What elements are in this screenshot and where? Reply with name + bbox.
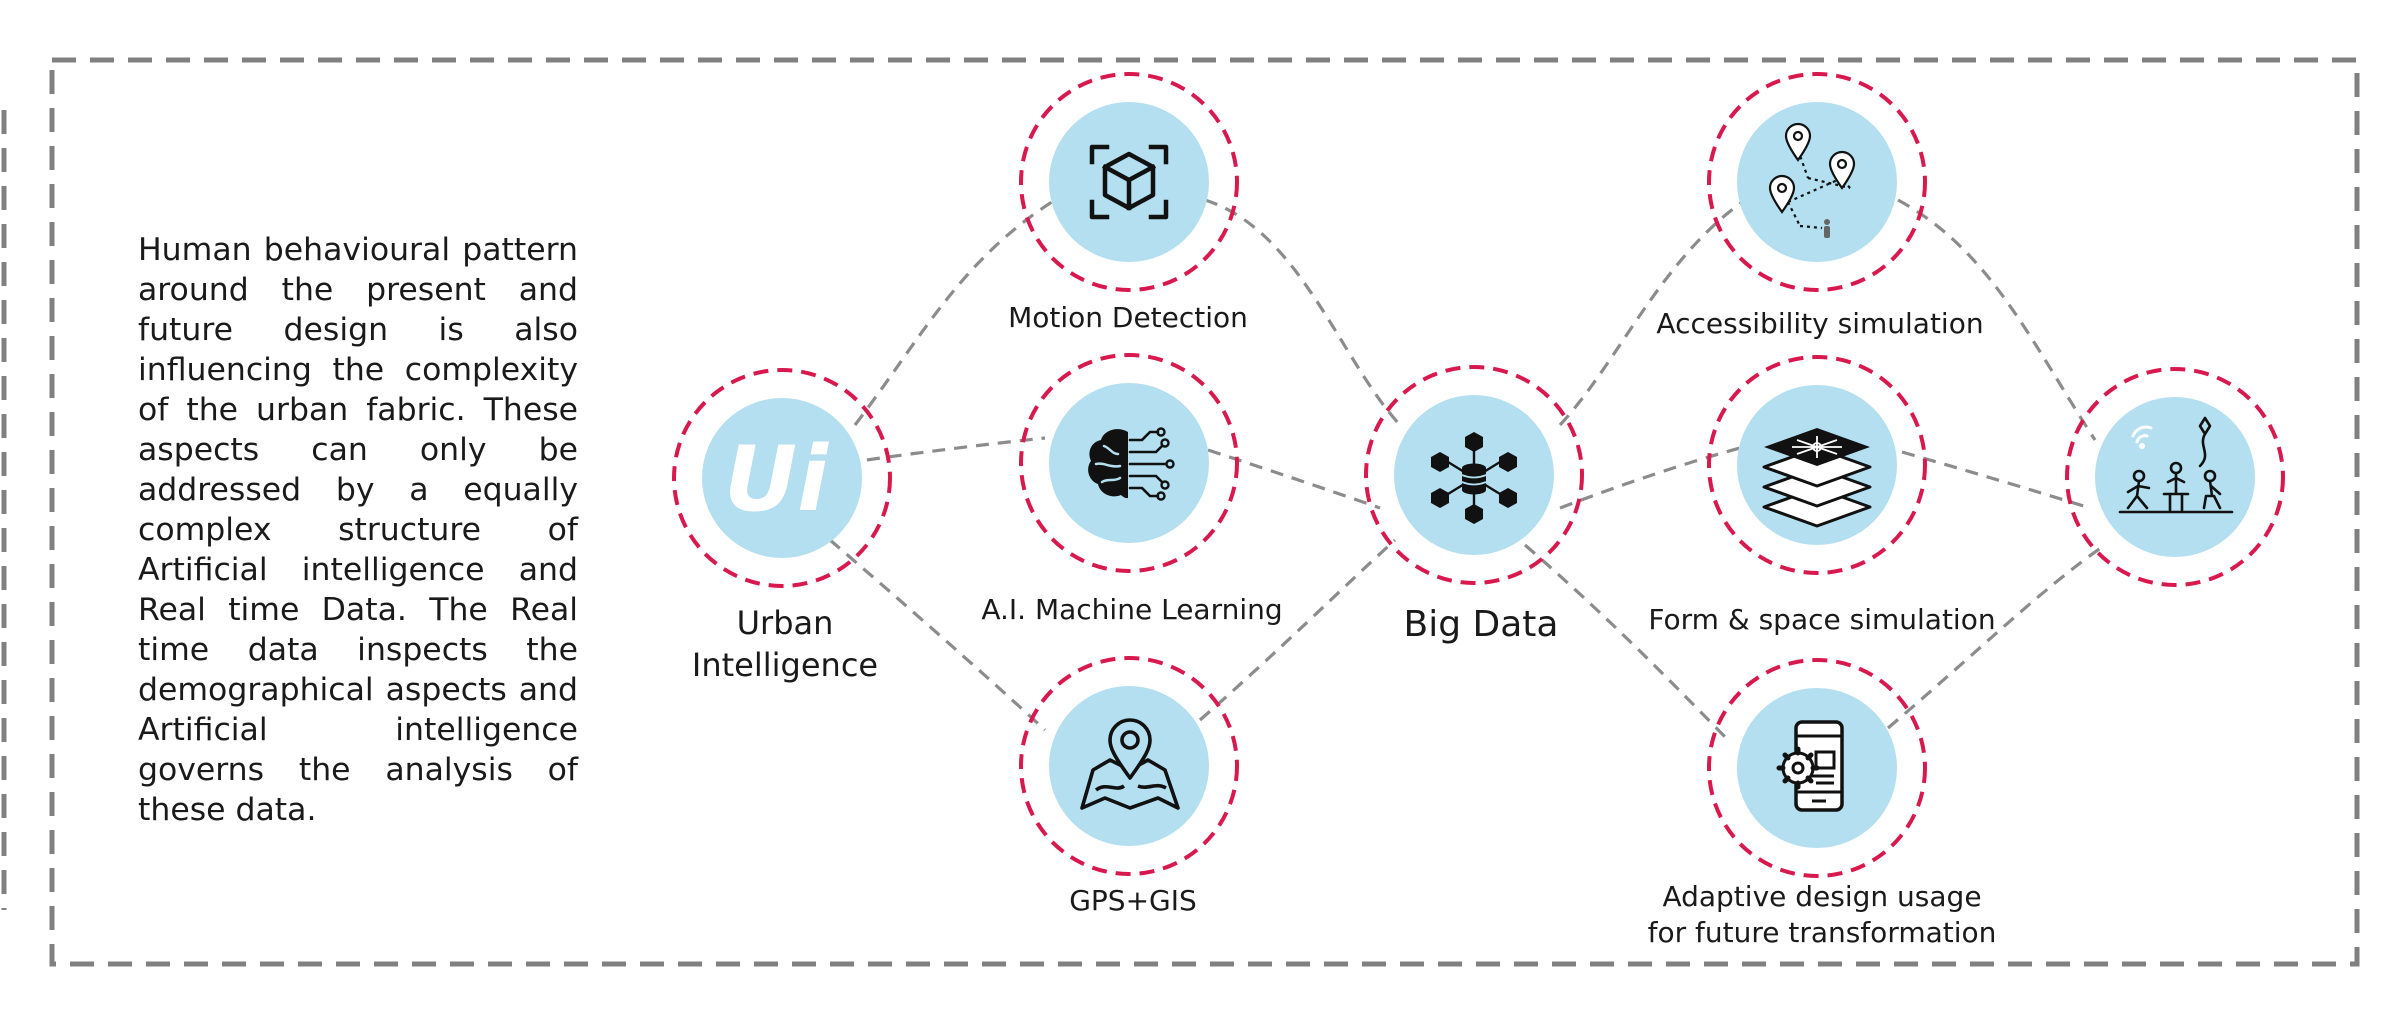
brain-circuit-icon bbox=[1088, 427, 1175, 501]
node-ring bbox=[1019, 353, 1239, 573]
node-accessibility-simulation bbox=[1707, 72, 1927, 292]
node-ring bbox=[1707, 658, 1927, 878]
stacked-layers-icon bbox=[1762, 428, 1872, 528]
ui-logo-icon: Ui bbox=[724, 427, 829, 532]
node-circle bbox=[702, 398, 862, 558]
people-activity-icon bbox=[2118, 416, 2234, 514]
node-gps-gis bbox=[1019, 656, 1239, 876]
connector-ui-ml bbox=[844, 436, 1046, 465]
database-network-icon bbox=[1431, 432, 1517, 524]
label-adaptive-line-2: for future transformation bbox=[1647, 916, 1997, 949]
node-ring bbox=[1707, 72, 1927, 292]
connector-ui-gps bbox=[828, 538, 1047, 732]
node-circle bbox=[1049, 383, 1209, 543]
node-adaptive-design bbox=[1707, 658, 1927, 878]
connector-access-outcome bbox=[1897, 198, 2097, 441]
node-ring bbox=[672, 368, 892, 588]
label-adaptive-line-1: Adaptive design usage bbox=[1662, 880, 1982, 913]
mobile-settings-icon bbox=[1776, 720, 1844, 812]
label-motion-detection: Motion Detection bbox=[1008, 301, 1248, 334]
label-urban-intelligence: Urban Intelligence bbox=[692, 602, 878, 686]
node-ring bbox=[1019, 656, 1239, 876]
route-pins-icon bbox=[1768, 122, 1856, 238]
node-machine-learning bbox=[1019, 353, 1239, 573]
label-big-data: Big Data bbox=[1403, 604, 1559, 645]
map-pin-icon bbox=[1080, 718, 1180, 810]
connectors bbox=[828, 198, 2106, 742]
label-gps-gis: GPS+GIS bbox=[1069, 884, 1197, 917]
node-motion-detection bbox=[1019, 72, 1239, 292]
node-ring bbox=[1707, 355, 1927, 575]
label-machine-learning: A.I. Machine Learning bbox=[981, 593, 1283, 626]
node-ring bbox=[2065, 367, 2285, 587]
label-intelligence: Intelligence bbox=[691, 646, 879, 684]
label-accessibility-simulation: Accessibility simulation bbox=[1656, 307, 1984, 340]
node-form-space-simulation bbox=[1707, 355, 1927, 575]
connector-bigdata-access bbox=[1558, 198, 1746, 427]
connector-ml-bigdata bbox=[1207, 448, 1381, 510]
node-circle bbox=[1737, 102, 1897, 262]
cube-scan-icon bbox=[1089, 144, 1169, 220]
node-ring bbox=[1019, 72, 1239, 292]
connector-bigdata-adaptive bbox=[1523, 543, 1730, 742]
connector-adaptive-outcome bbox=[1886, 543, 2106, 730]
connector-gps-bigdata bbox=[1198, 538, 1397, 722]
connector-motion-bigdata bbox=[1204, 198, 1402, 427]
node-big-data bbox=[1364, 365, 1584, 585]
connector-bigdata-form bbox=[1559, 446, 1741, 510]
label-adaptive-design: Adaptive design usage for future transfo… bbox=[1648, 879, 1997, 951]
node-ring bbox=[1364, 365, 1584, 585]
label-urban: Urban bbox=[736, 604, 834, 642]
outer-frame bbox=[49, 57, 2360, 967]
label-form-space-simulation: Form & space simulation bbox=[1648, 603, 1996, 636]
description-text: Human behavioural pattern around the pre… bbox=[138, 232, 578, 828]
node-outcome bbox=[2065, 367, 2285, 587]
node-urban-intelligence: Ui bbox=[672, 368, 892, 588]
gear-icon bbox=[1776, 746, 1820, 790]
connector-form-outcome bbox=[1901, 450, 2091, 510]
